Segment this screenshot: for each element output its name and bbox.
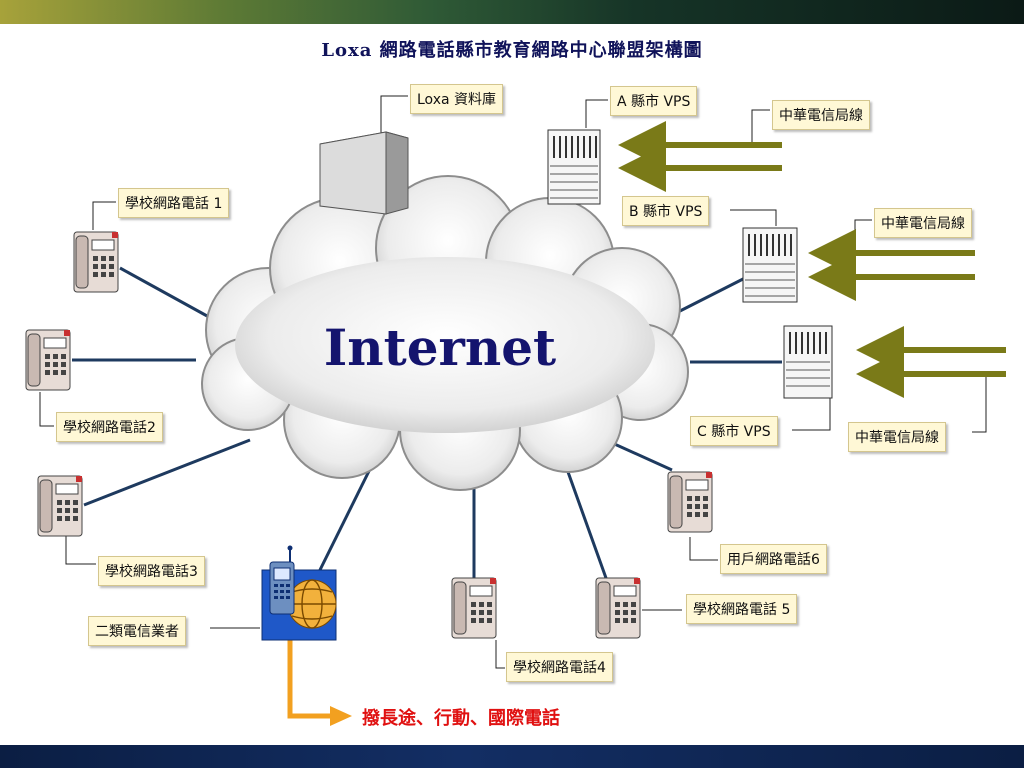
dial-long-distance-label: 撥長途、行動、國際電話: [362, 708, 560, 729]
school-phone-3-label: 學校網路電話3: [98, 556, 205, 586]
link-telecom-2: [314, 464, 374, 579]
dial-arrow: [287, 640, 352, 726]
callout-lines: [39, 95, 987, 669]
top-banner: [0, 0, 1024, 24]
vps-a-label: A 縣市 VPS: [610, 86, 698, 116]
loxa-database-label: Loxa 資料庫: [410, 84, 504, 114]
vps-b-label: B 縣市 VPS: [622, 196, 710, 226]
school-phone-1-label: 學校網路電話 1: [118, 188, 230, 218]
cht-line-label-2: 中華電信局線: [874, 208, 972, 238]
server-icon: [319, 131, 409, 215]
telecom-carrier-label: 二類電信業者: [88, 616, 186, 646]
school-phone-4-label: 學校網路電話4: [506, 652, 613, 682]
link-school-1: [119, 266, 219, 324]
user-phone-6-label: 用戶網路電話6: [720, 544, 827, 574]
diagram-title: Loxa 網路電話縣市教育網路中心聯盟架構圖: [321, 40, 703, 61]
mobile-globe-icon: [261, 545, 337, 641]
vps-a-rack-icon: [547, 129, 601, 205]
network-links: [72, 205, 782, 579]
vps-b-rack-icon: [742, 227, 798, 303]
link-school-5: [561, 457, 608, 579]
trunk-arrows: [618, 121, 1006, 398]
user-phone-6-icon: [667, 471, 713, 533]
school-phone-1-icon: [73, 231, 119, 293]
cht-line-label-3: 中華電信局線: [848, 422, 946, 452]
link-vps-b: [677, 276, 746, 314]
link-school-3: [83, 438, 251, 507]
bottom-banner: [0, 745, 1024, 768]
school-phone-5-icon: [595, 577, 641, 639]
vps-c-label: C 縣市 VPS: [690, 416, 778, 446]
internet-label: Internet: [323, 318, 557, 377]
school-phone-4-icon: [451, 577, 497, 639]
school-phone-2-icon: [25, 329, 71, 391]
link-user-6: [609, 440, 673, 472]
school-phone-5-label: 學校網路電話 5: [686, 594, 798, 624]
vps-c-rack-icon: [783, 325, 833, 399]
school-phone-3-icon: [37, 475, 83, 537]
school-phone-2-label: 學校網路電話2: [56, 412, 163, 442]
cht-line-label-1: 中華電信局線: [772, 100, 870, 130]
